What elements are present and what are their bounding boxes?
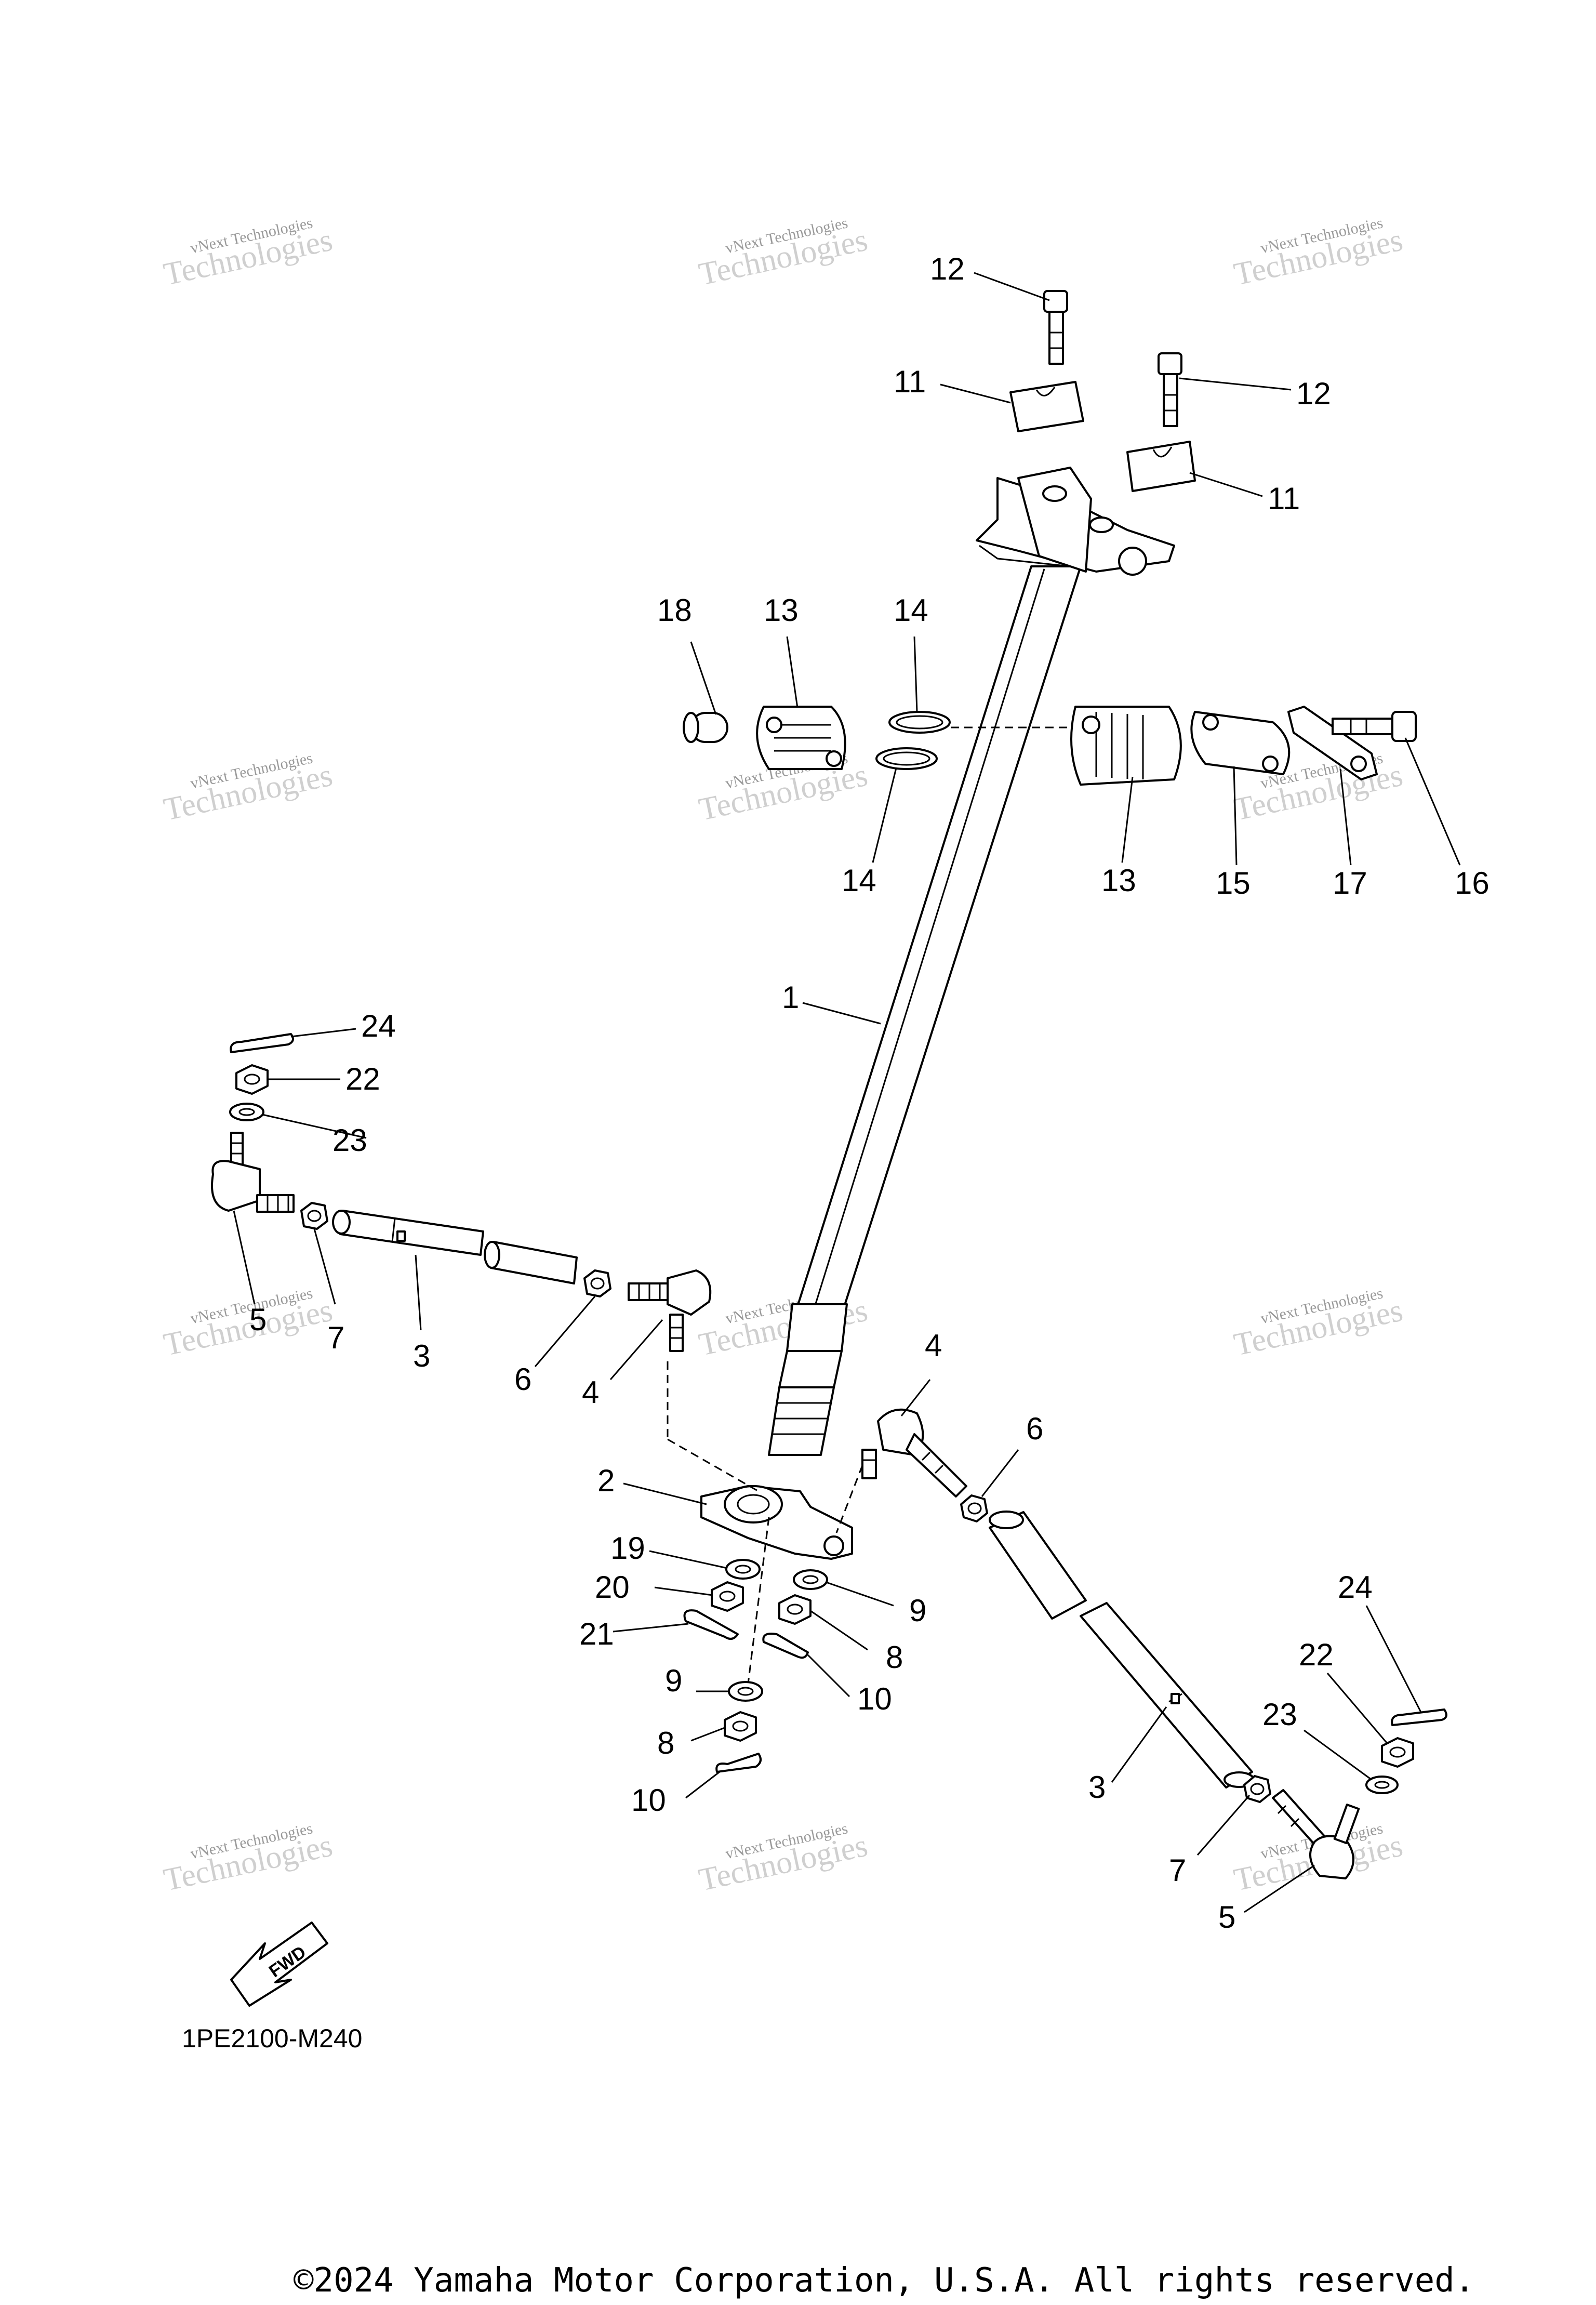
leader-lines [233, 272, 1461, 1913]
washer-23-right [1365, 1776, 1399, 1794]
bolt-12-right [1158, 352, 1182, 427]
callout-23-left: 23 [332, 1123, 367, 1158]
pitman-arm-2 [700, 1485, 853, 1560]
callout-7-left: 7 [327, 1320, 344, 1355]
cotter-pin-10-right [762, 1633, 809, 1659]
callout-24-left: 24 [361, 1009, 396, 1043]
callout-11-right: 11 [1268, 481, 1300, 516]
callout-9-lower: 9 [665, 1663, 682, 1698]
seal-14-lower [875, 747, 938, 770]
callout-5-left: 5 [249, 1302, 267, 1337]
alignment-line-arm [667, 1438, 759, 1492]
callout-5-right: 5 [1218, 1900, 1235, 1935]
callout-16: 16 [1455, 866, 1489, 900]
cotter-pin-10-lower [715, 1753, 762, 1773]
callout-3-right: 3 [1088, 1770, 1106, 1805]
callout-7-right: 7 [1169, 1853, 1186, 1888]
callout-12-right: 12 [1296, 376, 1331, 411]
shaft-holder-13-left [756, 706, 846, 770]
callout-4-right: 4 [925, 1328, 942, 1363]
callout-labels: 12 11 12 11 18 13 14 14 13 15 17 16 1 24… [249, 251, 1489, 1935]
shaft-holder-13-right [1070, 706, 1182, 786]
callout-2: 2 [597, 1463, 615, 1498]
nut-6-right [960, 1494, 988, 1522]
watermark-c4: Technologies vNext Technologies [696, 1820, 871, 1898]
callout-18: 18 [657, 593, 692, 628]
callout-10-right: 10 [857, 1681, 892, 1716]
watermark-l3: Technologies vNext Technologies [161, 1284, 336, 1362]
steering-column-shaft [768, 467, 1175, 1456]
callout-6-right: 6 [1026, 1411, 1043, 1446]
nut-20 [711, 1581, 744, 1612]
callout-10-lower: 10 [631, 1783, 666, 1818]
callout-21: 21 [579, 1617, 614, 1651]
handlebar-clamp-right [1126, 441, 1196, 492]
nut-8-lower [724, 1711, 757, 1742]
nut-7-left [300, 1202, 328, 1230]
alignment-line-right-end [835, 1465, 863, 1533]
cotter-pin-21 [683, 1609, 739, 1640]
fwd-arrow-icon: FWD [230, 1922, 328, 2007]
callout-22-left: 22 [345, 1062, 380, 1096]
washer-19 [725, 1559, 761, 1580]
callout-15: 15 [1216, 866, 1251, 900]
callout-17: 17 [1333, 866, 1367, 900]
callout-1: 1 [782, 980, 799, 1015]
callout-19: 19 [610, 1531, 645, 1566]
bolt-16 [1332, 711, 1417, 742]
callout-6-left: 6 [514, 1362, 531, 1397]
washer-9-lower [728, 1681, 763, 1702]
tie-rod-end-5-right [1272, 1789, 1360, 1879]
seal-14-upper [888, 711, 951, 734]
watermark-r3: Technologies vNext Technologies [1231, 1284, 1406, 1362]
tie-rod-3-left [332, 1210, 578, 1284]
callout-9-right: 9 [909, 1593, 926, 1628]
cotter-pin-24-right [1391, 1708, 1447, 1726]
nut-7-right [1243, 1775, 1271, 1803]
cotter-pin-24-left [230, 1033, 294, 1053]
nut-22-right [1381, 1737, 1414, 1768]
tie-rod-end-4-right [861, 1408, 967, 1498]
watermark-l4: Technologies vNext Technologies [161, 1820, 336, 1898]
callout-12-left: 12 [930, 251, 965, 286]
callout-8-lower: 8 [657, 1726, 674, 1760]
callout-13-left: 13 [764, 593, 799, 628]
callout-3-left: 3 [413, 1339, 430, 1373]
watermark-ml: Technologies vNext Technologies [161, 749, 336, 827]
callout-14-lower: 14 [842, 863, 876, 898]
bracket-17 [1287, 706, 1378, 780]
holder-plate-15 [1190, 711, 1291, 775]
callout-22-right: 22 [1299, 1637, 1334, 1672]
watermark-tc: Technologies vNext Technologies [696, 214, 871, 292]
collar-18 [683, 712, 728, 743]
callout-4-left: 4 [582, 1375, 599, 1410]
tie-rod-end-4-left [628, 1269, 712, 1352]
alignment-line-center [747, 1517, 770, 1684]
watermark-tr: Technologies vNext Technologies [1231, 214, 1406, 292]
nut-6-left [583, 1269, 611, 1297]
callout-8-right: 8 [886, 1640, 903, 1675]
handlebar-clamp-left [1009, 381, 1084, 432]
nut-22-left [235, 1064, 269, 1095]
callout-13-right: 13 [1101, 863, 1136, 898]
callout-11-left: 11 [894, 364, 926, 399]
diagram-code: 1PE2100-M240 [182, 2024, 362, 2053]
tie-rod-end-5-left [211, 1132, 295, 1213]
nut-8-right [778, 1594, 812, 1625]
callout-14-upper: 14 [894, 593, 928, 628]
watermark-tl: Technologies vNext Technologies [161, 214, 336, 292]
callout-20: 20 [595, 1570, 630, 1605]
bolt-12-left [1043, 290, 1068, 365]
callout-24-right: 24 [1338, 1570, 1373, 1605]
copyright-notice: ©2024 Yamaha Motor Corporation, U.S.A. A… [294, 2261, 1474, 2300]
callout-23-right: 23 [1262, 1697, 1297, 1732]
washer-23-left [229, 1103, 264, 1121]
tie-rod-3-right [989, 1511, 1255, 1789]
washer-9-right [793, 1569, 828, 1590]
